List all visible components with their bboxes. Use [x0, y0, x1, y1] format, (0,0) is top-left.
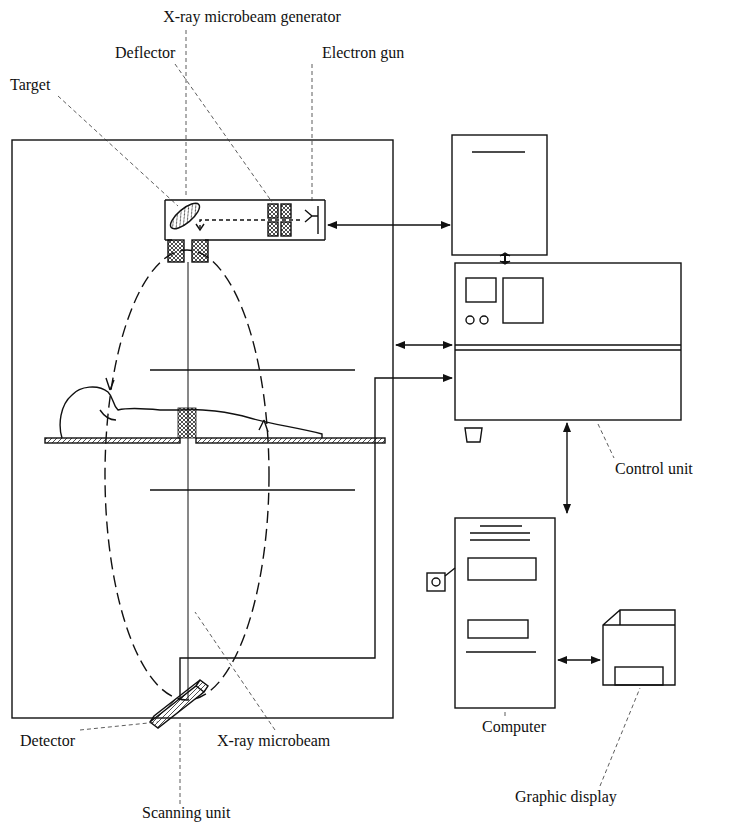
detector	[150, 680, 208, 728]
patient	[60, 387, 322, 438]
link-arrow	[558, 659, 600, 660]
panel-line	[472, 151, 525, 152]
power-supply	[452, 135, 547, 255]
computer-label: Computer	[480, 718, 548, 736]
patient-ear	[100, 410, 116, 420]
scanning-unit-label: Scanning unit	[140, 804, 232, 822]
leader-lines	[58, 30, 640, 804]
detector-label: Detector	[18, 732, 77, 750]
link-arrow	[566, 423, 567, 513]
computer	[427, 518, 555, 708]
scanned-slice	[178, 408, 196, 438]
deflector-label: Deflector	[113, 44, 177, 62]
gun-label: Electron gun	[320, 44, 406, 62]
slice-plane	[150, 370, 355, 490]
scanning-unit-housing	[12, 140, 393, 718]
table	[196, 438, 385, 443]
beam-label: X-ray microbeam	[215, 732, 332, 750]
control-label: Control unit	[613, 460, 695, 478]
x-ray-generator	[165, 199, 325, 262]
table	[45, 438, 180, 443]
target-label: Target	[8, 76, 52, 94]
link-arrow	[396, 344, 452, 345]
generator-label: X-ray microbeam generator	[161, 8, 343, 26]
scan-orbit	[105, 250, 269, 700]
link-arrow	[504, 256, 506, 261]
x-ray-microbeam	[188, 262, 189, 700]
display-label: Graphic display	[513, 788, 619, 806]
signal-line	[180, 378, 452, 700]
orbit-arrow	[106, 378, 114, 390]
control-unit	[455, 263, 681, 442]
link-arrow	[328, 224, 450, 225]
graphic-display	[603, 610, 675, 685]
